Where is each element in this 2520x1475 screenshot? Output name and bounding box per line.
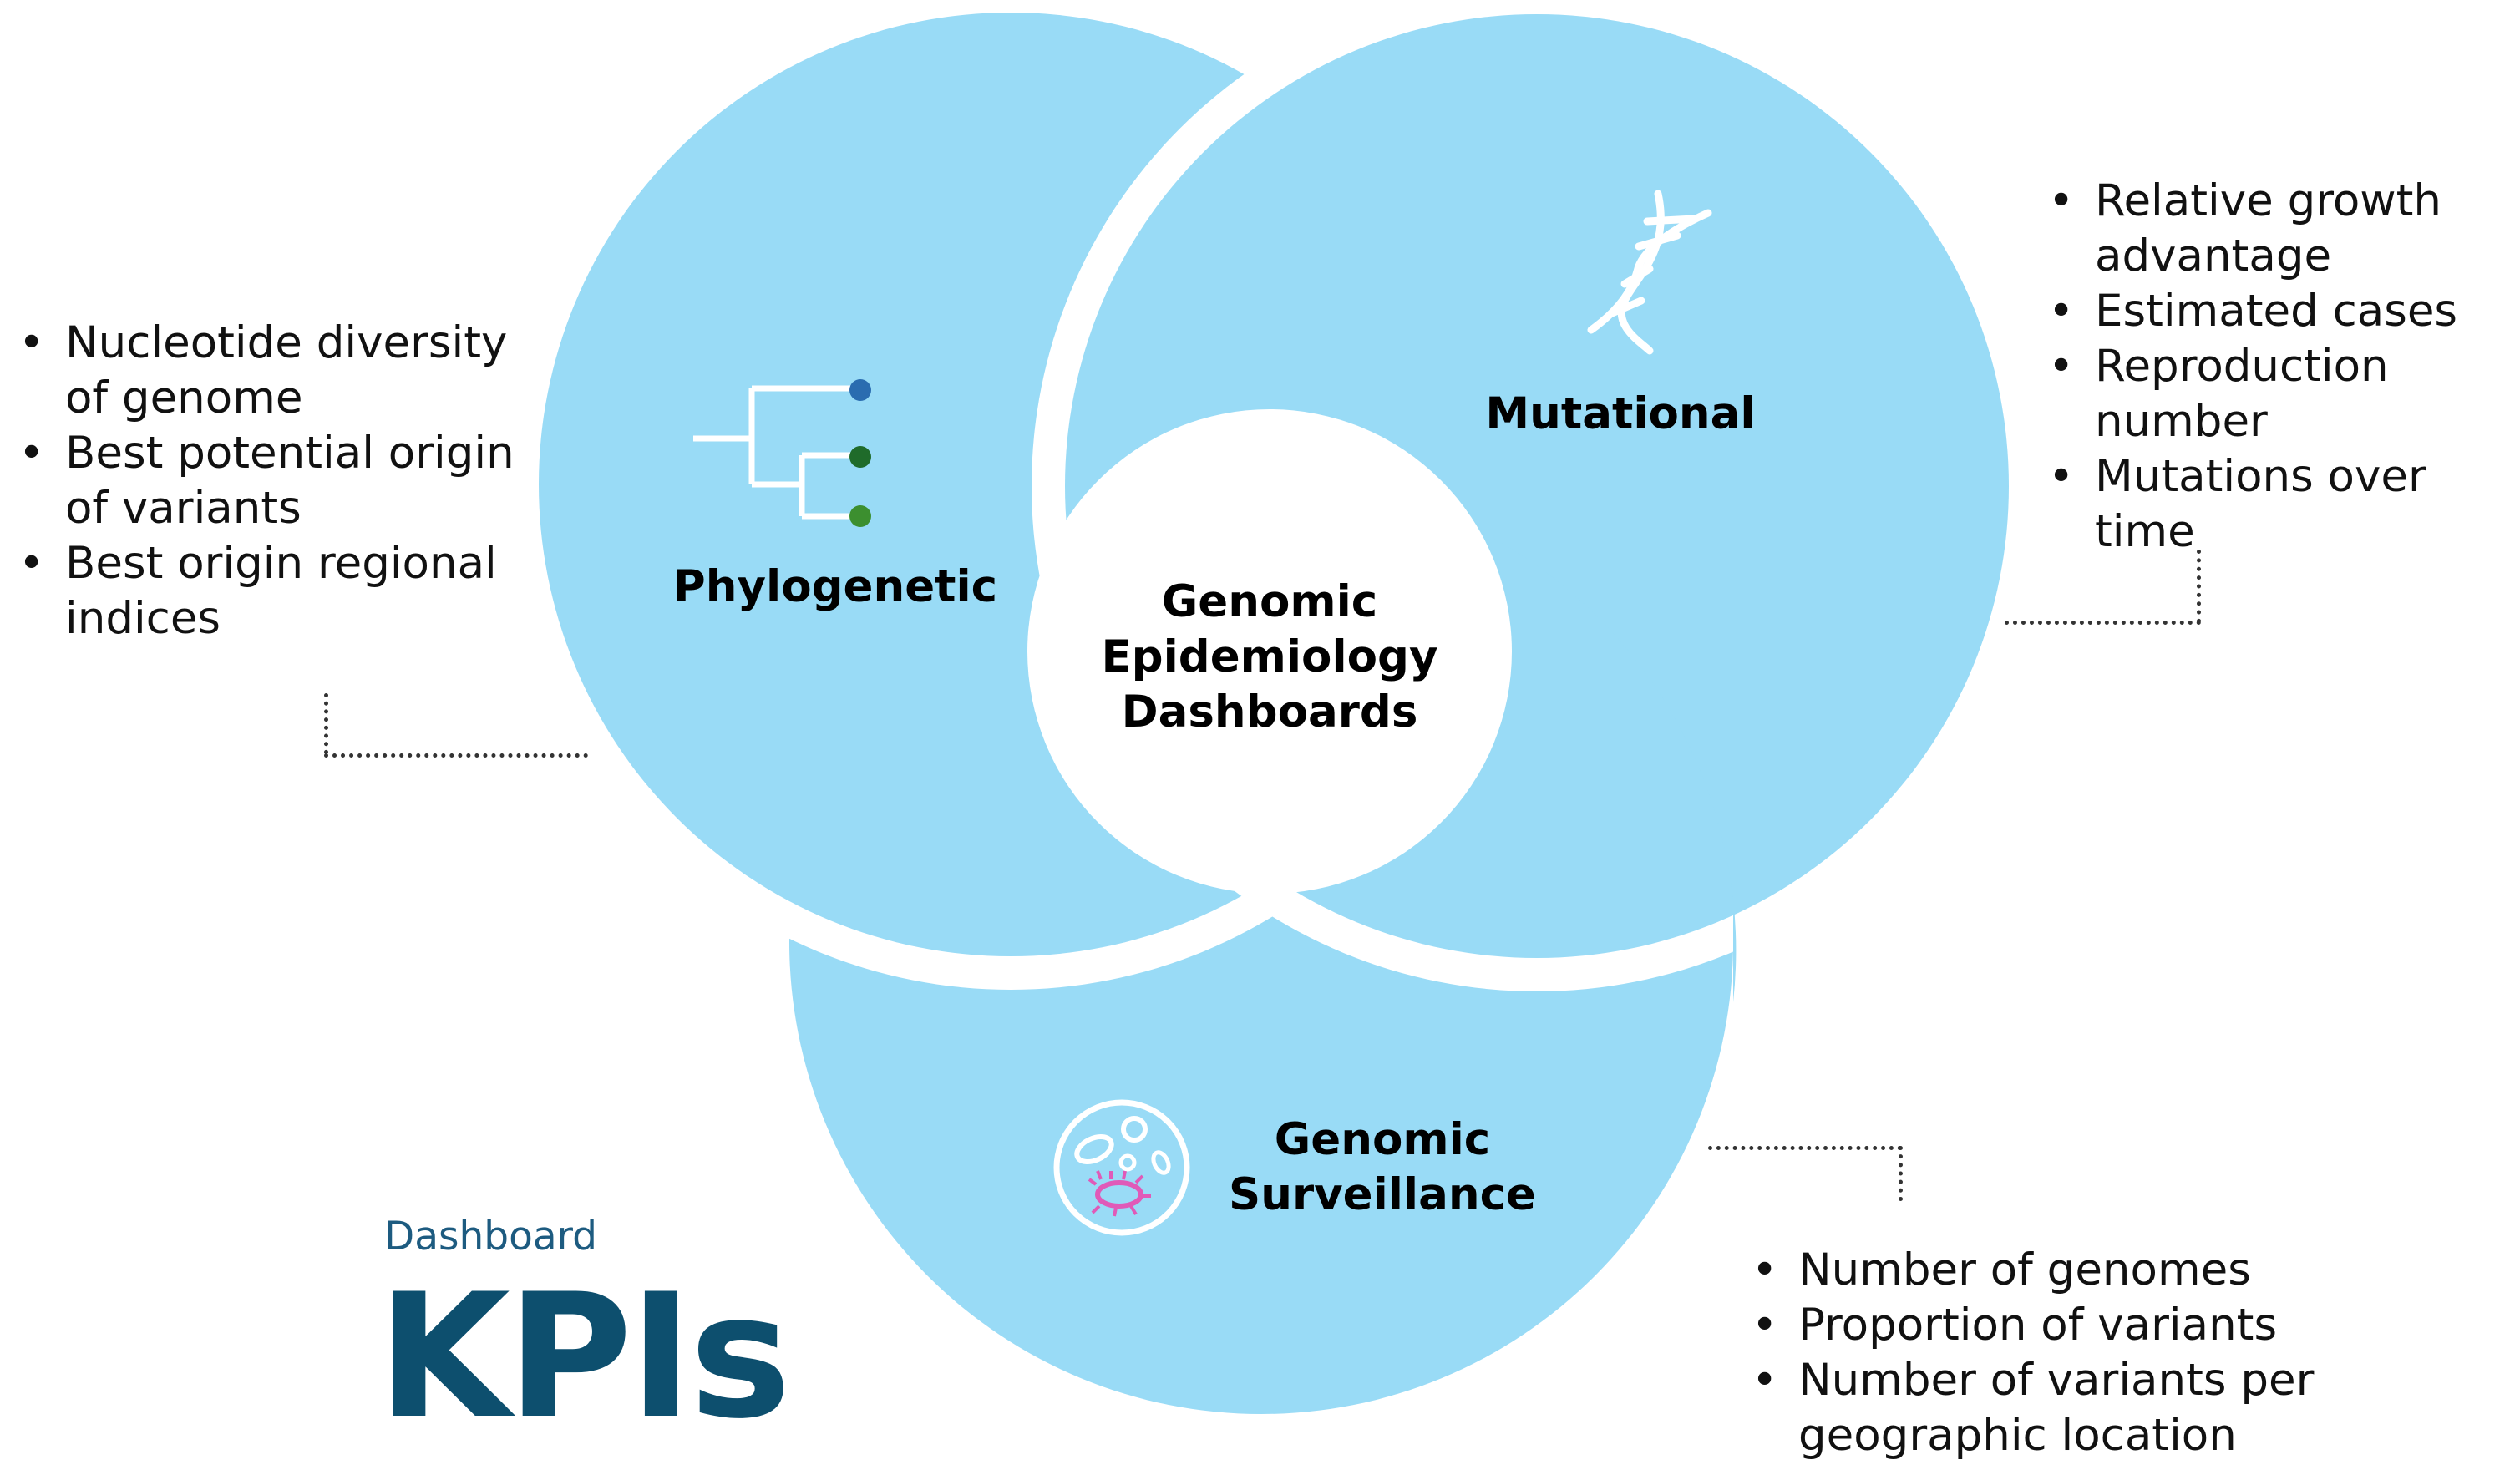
surveillance-label-line1: Genomic bbox=[1274, 1114, 1491, 1165]
list-item: Nucleotide diversity of genome bbox=[18, 316, 520, 426]
surveillance-label-line2: Surveillance bbox=[1229, 1169, 1536, 1220]
tree-leaf-bottom bbox=[849, 505, 871, 527]
list-item: Best origin regional indices bbox=[18, 536, 520, 646]
surveillance-kpi-list: Number of genomes Proportion of variants… bbox=[1752, 1243, 2353, 1463]
tree-leaf-top bbox=[849, 379, 871, 401]
phylogenetic-connector-vertical bbox=[324, 693, 328, 754]
kpis-title: KPIs bbox=[378, 1258, 791, 1457]
tree-leaf-middle bbox=[849, 446, 871, 468]
list-item: Number of genomes bbox=[1752, 1243, 2353, 1298]
phylogenetic-connector-horizontal bbox=[324, 753, 588, 758]
dna-helix-icon bbox=[1587, 190, 1712, 355]
list-item: Proportion of variants bbox=[1752, 1298, 2353, 1353]
center-title-line2: Epidemiology bbox=[1101, 631, 1438, 682]
center-hub bbox=[1027, 409, 1512, 894]
phylogenetic-tree-icon bbox=[693, 385, 860, 520]
mutational-kpi-list: Relative growth advantage Estimated case… bbox=[2048, 174, 2516, 560]
mutational-connector-vertical bbox=[2197, 550, 2201, 623]
list-item: Relative growth advantage bbox=[2048, 174, 2462, 284]
mutational-connector-horizontal bbox=[2005, 621, 2201, 625]
petri-dish-icon bbox=[1053, 1099, 1190, 1236]
dashboard-subtitle: Dashboard bbox=[384, 1214, 597, 1260]
surveillance-label: Genomic Surveillance bbox=[1228, 1113, 1537, 1223]
phylogenetic-label: Phylogenetic bbox=[672, 561, 998, 612]
list-item: Mutations over time bbox=[2048, 449, 2516, 560]
surveillance-connector-horizontal bbox=[1708, 1146, 1902, 1150]
list-item: Best potential origin of variants bbox=[18, 426, 520, 536]
list-item: Reproduction number bbox=[2048, 339, 2462, 449]
phylogenetic-kpi-list: Nucleotide diversity of genome Best pote… bbox=[18, 316, 520, 646]
center-title-line3: Dashboards bbox=[1121, 687, 1418, 738]
surveillance-connector-vertical bbox=[1899, 1146, 1903, 1201]
center-title-line1: Genomic bbox=[1161, 576, 1378, 627]
list-item: Number of variants per geographic locati… bbox=[1752, 1353, 2316, 1463]
mutational-label: Mutational bbox=[1485, 388, 1756, 439]
list-item: Estimated cases bbox=[2048, 284, 2516, 339]
center-title: Genomic Epidemiology Dashboards bbox=[1090, 575, 1449, 740]
